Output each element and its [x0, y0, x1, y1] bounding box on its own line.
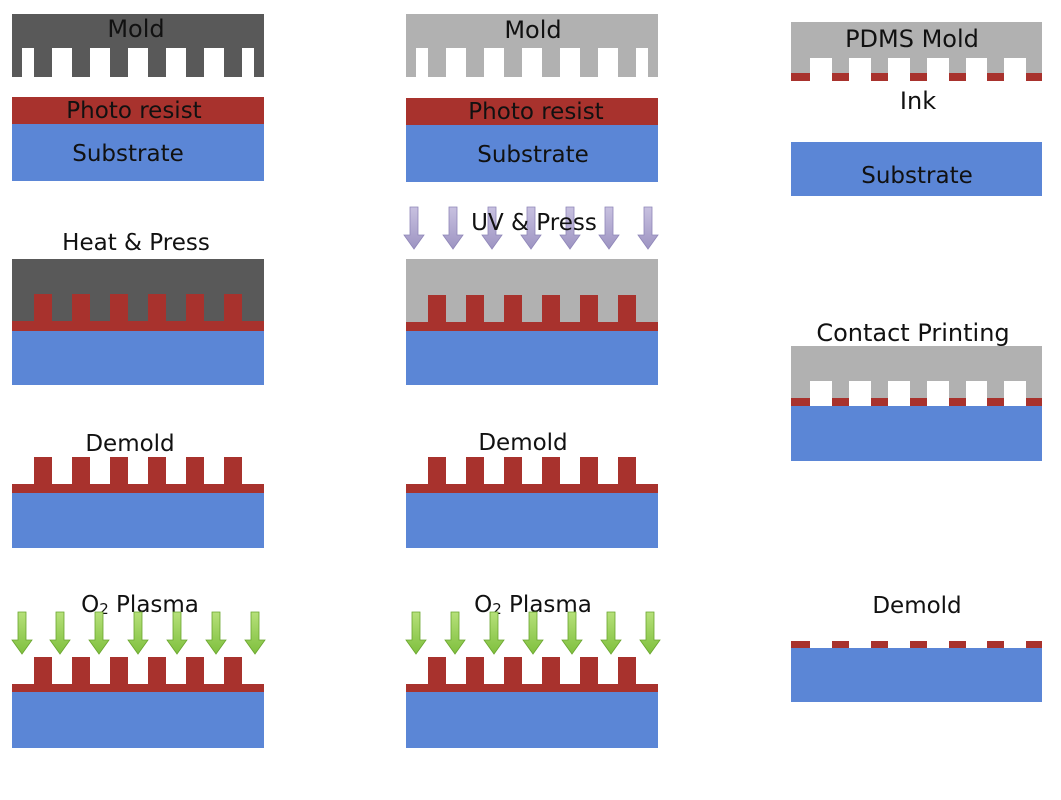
uv-resist-label: Photo resist [468, 99, 603, 125]
plasma-arrow-icon [483, 611, 505, 655]
thermal-resist-label: Photo resist [66, 98, 201, 124]
plasma-arrow-icon [639, 611, 661, 655]
uv-resist-pattern [406, 457, 658, 493]
pdms-mold [791, 22, 1042, 73]
plasma-arrow-icon [444, 611, 466, 655]
ink-contact [791, 398, 1042, 406]
thermal-plasma-step: O2 Plasma [11, 592, 266, 748]
thermal-demold-step: Demold [12, 431, 264, 548]
uv-arrow-icon [481, 206, 503, 250]
uv-light-arrows [403, 206, 659, 250]
column-microcontact-printing: PDMS Mold Ink Substrate Contact Printing… [791, 22, 1042, 702]
mcp-substrate-demold [791, 648, 1042, 702]
uv-press-label: UV & Press [471, 210, 597, 236]
uv-substrate-etched [406, 692, 658, 748]
uv-mold-label: Mold [504, 16, 561, 44]
plasma-arrow-icon [205, 611, 227, 655]
thermal-demold-label: Demold [85, 431, 174, 457]
thermal-substrate-label: Substrate [72, 141, 184, 167]
column-uv-nil: Mold Photo resist Substrate UV & Press [403, 14, 661, 748]
uv-demold-label: Demold [478, 430, 567, 456]
thermal-substrate-etched [12, 692, 264, 748]
plasma-arrow-icon [127, 611, 149, 655]
uv-plasma-arrows [405, 611, 661, 655]
uv-demold-step: Demold [406, 430, 658, 548]
mcp-contact-step: Contact Printing [791, 319, 1042, 461]
pdms-mold-label: PDMS Mold [845, 25, 979, 53]
uv-resist-layer [406, 98, 658, 125]
contact-printing-label: Contact Printing [816, 319, 1009, 347]
thermal-press-label: Heat & Press [62, 230, 210, 256]
thermal-mold-label: Mold [107, 15, 164, 43]
thermal-resist-layer [12, 97, 264, 124]
thermal-mold-pressed [12, 259, 264, 324]
uv-arrow-icon [520, 206, 542, 250]
thermal-press-step: Heat & Press [12, 230, 264, 385]
uv-mold [406, 14, 658, 77]
uv-plasma-step: O2 Plasma [405, 592, 661, 748]
thermal-mold [12, 14, 264, 77]
mcp-substrate-label: Substrate [861, 163, 973, 189]
uv-mold-pressed [406, 259, 658, 325]
uv-substrate-demold [406, 493, 658, 548]
thermal-substrate-demold [12, 493, 264, 548]
column-thermal-nil: Mold Photo resist Substrate Heat & Press… [11, 14, 266, 748]
thermal-resist-pattern [12, 457, 264, 493]
mcp-substrate-contact [791, 406, 1042, 461]
plasma-arrow-icon [561, 611, 583, 655]
thermal-substrate-pressed [12, 331, 264, 385]
plasma-arrow-icon [166, 611, 188, 655]
uv-resist-pressed [406, 295, 658, 331]
uv-arrow-icon [598, 206, 620, 250]
uv-arrow-icon [442, 206, 464, 250]
uv-arrow-icon [559, 206, 581, 250]
plasma-arrow-icon [522, 611, 544, 655]
uv-arrow-icon [403, 206, 425, 250]
printed-ink-pattern [791, 641, 1042, 648]
plasma-arrow-icon [244, 611, 266, 655]
uv-setup-step: Mold Photo resist Substrate [406, 14, 658, 182]
thermal-setup-step: Mold Photo resist Substrate [12, 14, 264, 181]
uv-arrow-icon [637, 206, 659, 250]
mcp-demold-label: Demold [872, 593, 961, 619]
uv-press-step: UV & Press [403, 206, 659, 385]
plasma-arrow-icon [49, 611, 71, 655]
mcp-demold-step: Demold [791, 593, 1042, 702]
uv-plasma-label: O2 Plasma [474, 592, 592, 618]
uv-substrate-label: Substrate [477, 142, 589, 168]
thermal-plasma-arrows [11, 611, 266, 655]
thermal-plasma-label: O2 Plasma [81, 592, 199, 618]
mcp-setup-step: PDMS Mold Ink Substrate [791, 22, 1042, 196]
pdms-mold-contact [791, 346, 1042, 398]
uv-resist-etched [406, 657, 658, 692]
thermal-substrate [12, 124, 264, 181]
plasma-arrow-icon [88, 611, 110, 655]
plasma-arrow-icon [11, 611, 33, 655]
thermal-resist-etched [12, 657, 264, 692]
ink-label: Ink [900, 87, 936, 115]
plasma-arrow-icon [405, 611, 427, 655]
thermal-resist-pressed [12, 294, 264, 331]
uv-substrate [406, 125, 658, 182]
ink-coating [791, 73, 1042, 81]
uv-substrate-pressed [406, 331, 658, 385]
mcp-substrate [791, 142, 1042, 196]
plasma-arrow-icon [600, 611, 622, 655]
